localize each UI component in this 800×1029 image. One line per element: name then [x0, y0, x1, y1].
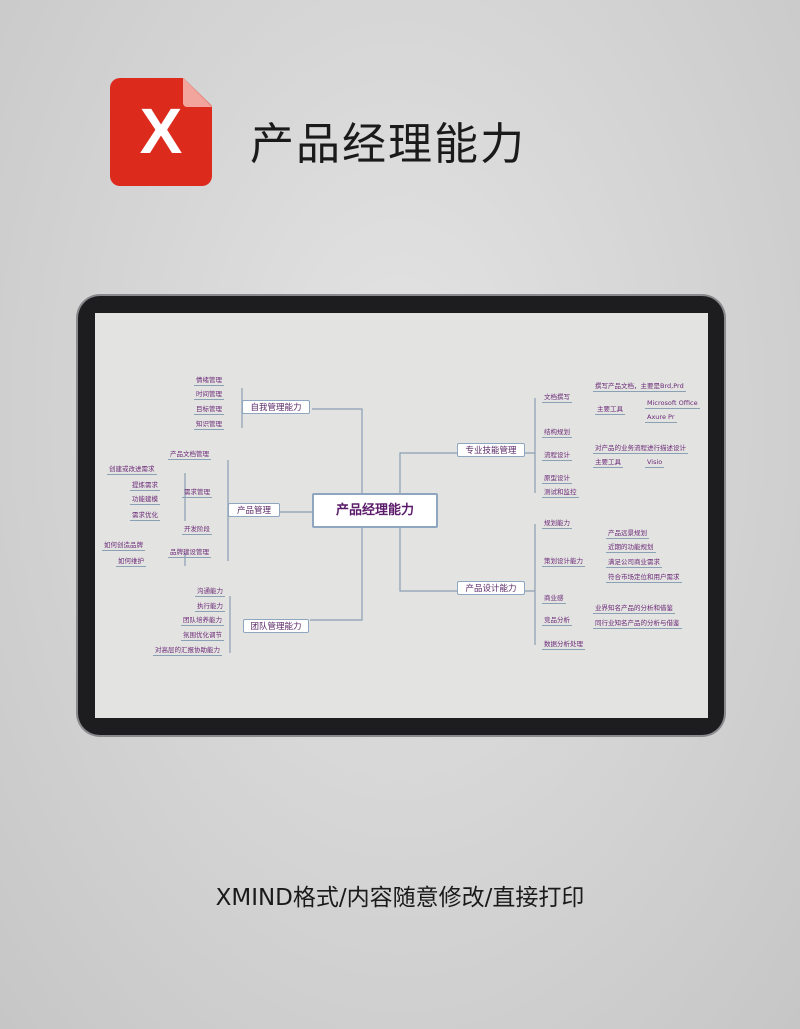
topic-self-management[interactable]: 自我管理能力 — [242, 400, 310, 414]
caption: XMIND格式/内容随意修改/直接打印 — [215, 885, 585, 911]
subtopic[interactable]: Visio — [645, 458, 665, 468]
subtopic[interactable]: 文档撰写 — [542, 393, 572, 403]
topic-professional-skills[interactable]: 专业技能管理 — [457, 443, 525, 457]
mindmap-canvas: 产品经理能力 自我管理能力 情绪管理时间管理目标管理知识管理产品管理 产品文档管理需求… — [95, 313, 708, 718]
subtopic[interactable]: 对高层的汇报协助能力 — [153, 646, 222, 656]
subtopic[interactable]: 主要工具 — [595, 405, 625, 415]
subtopic[interactable]: 流程设计 — [542, 451, 572, 461]
subtopic[interactable]: 功能建模 — [130, 495, 160, 505]
subtopic[interactable]: 同行业知名产品的分析与借鉴 — [593, 619, 682, 629]
subtopic[interactable]: 原型设计 — [542, 474, 572, 484]
subtopic[interactable]: Microsoft Office — [645, 399, 700, 409]
subtopic[interactable]: 策划设计能力 — [542, 557, 585, 567]
subtopic[interactable]: 开发阶段 — [182, 525, 212, 535]
subtopic[interactable]: 数据分析处理 — [542, 640, 585, 650]
topic-team-management[interactable]: 团队管理能力 — [243, 619, 309, 633]
subtopic[interactable]: 对产品的业务流程进行描述设计 — [593, 444, 688, 454]
topic-product-management[interactable]: 产品管理 — [228, 503, 280, 517]
subtopic[interactable]: 产品远景规划 — [606, 529, 649, 539]
subtopic[interactable]: 如何创造品牌 — [102, 541, 145, 551]
subtopic[interactable]: 结构规划 — [542, 428, 572, 438]
subtopic[interactable]: Axure Pr — [645, 413, 677, 423]
root-topic[interactable]: 产品经理能力 — [312, 493, 438, 528]
subtopic[interactable]: 提炼需求 — [130, 481, 160, 491]
subtopic[interactable]: 沟通能力 — [195, 587, 225, 597]
subtopic[interactable]: 目标管理 — [194, 405, 224, 415]
subtopic[interactable]: 情绪管理 — [194, 376, 224, 386]
subtopic[interactable]: 团队培养能力 — [181, 616, 224, 626]
logo-letter: X — [139, 95, 183, 167]
subtopic[interactable]: 执行能力 — [195, 602, 225, 612]
subtopic[interactable]: 近期的功能规划 — [606, 543, 656, 553]
logo-fold — [183, 78, 212, 107]
subtopic[interactable]: 如何维护 — [116, 557, 146, 567]
subtopic[interactable]: 氛围优化调节 — [181, 631, 224, 641]
subtopic[interactable]: 业界知名产品的分析和借鉴 — [593, 604, 675, 614]
subtopic[interactable]: 商业感 — [542, 594, 566, 604]
subtopic[interactable]: 产品文档管理 — [168, 450, 211, 460]
subtopic[interactable]: 品牌建设管理 — [168, 548, 211, 558]
subtopic[interactable]: 测试和监控 — [542, 488, 579, 498]
subtopic[interactable]: 需求管理 — [182, 488, 212, 498]
connector — [399, 512, 457, 592]
subtopic[interactable]: 主要工具 — [593, 458, 623, 468]
subtopic[interactable]: 竞品分析 — [542, 616, 572, 626]
subtopic[interactable]: 时间管理 — [194, 390, 224, 400]
subtopic[interactable]: 满足公司商业需求 — [606, 558, 662, 568]
topic-product-design[interactable]: 产品设计能力 — [457, 581, 525, 595]
subtopic[interactable]: 创建或改进需求 — [107, 465, 157, 475]
subtopic[interactable]: 规划能力 — [542, 519, 572, 529]
page-title: 产品经理能力 — [250, 119, 526, 170]
connector — [525, 398, 536, 645]
subtopic[interactable]: 知识管理 — [194, 420, 224, 430]
subtopic[interactable]: 撰写产品文档，主要是Brd,Prd — [593, 382, 686, 392]
subtopic[interactable]: 需求优化 — [130, 511, 160, 521]
subtopic[interactable]: 符合市场定位和用户需求 — [606, 573, 682, 583]
